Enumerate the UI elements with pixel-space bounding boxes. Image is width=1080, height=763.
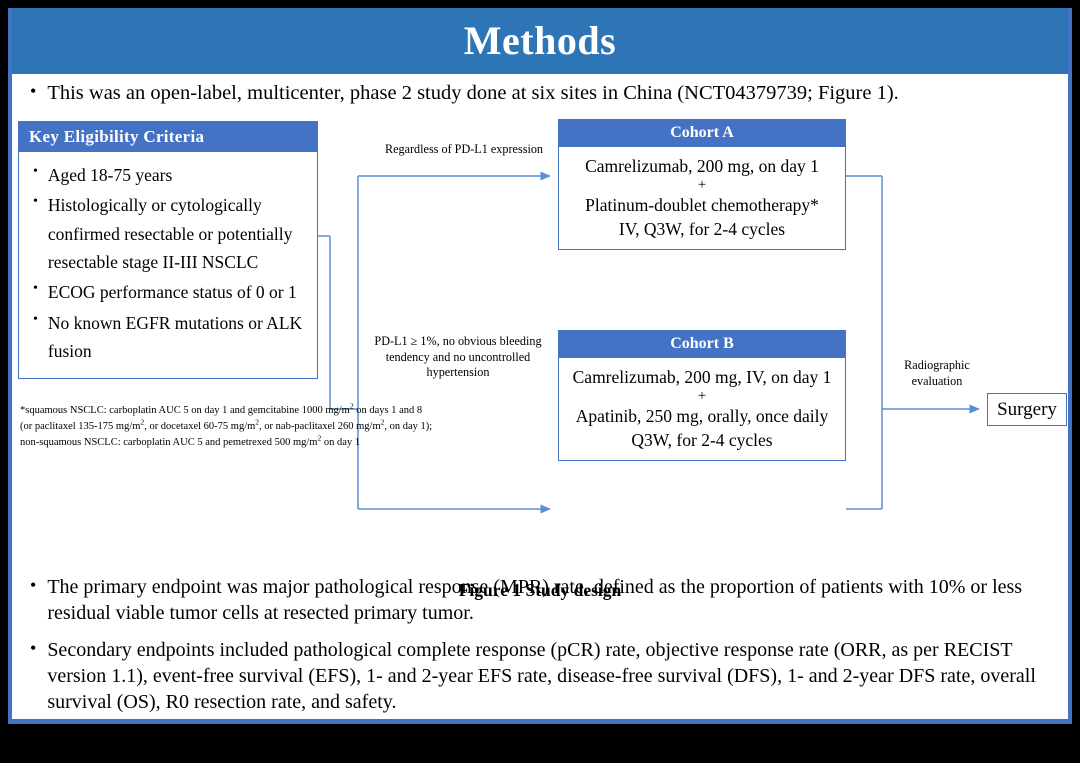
slide-header-band: Methods	[12, 8, 1068, 74]
bullet-glyph-icon: •	[33, 194, 38, 210]
surgery-box: Surgery	[987, 393, 1067, 426]
flow-connectors	[318, 171, 980, 514]
cohort-b-line1: Camrelizumab, 200 mg, IV, on day 1	[572, 367, 832, 387]
list-item: • ECOG performance status of 0 or 1	[27, 278, 311, 308]
intro-bullet-text: This was an open-label, multicenter, pha…	[47, 82, 899, 104]
figure-footnote: *squamous NSCLC: carboplatin AUC 5 on da…	[20, 401, 435, 450]
cohort-b-title: Cohort B	[559, 331, 845, 358]
cohort-a-plus: +	[697, 177, 707, 194]
bullet-glyph-icon: •	[30, 81, 37, 101]
bullet-glyph-icon: •	[30, 638, 37, 658]
eligibility-item-text: No known EGFR mutations or ALK fusion	[47, 312, 303, 362]
cohort-a-line2: Platinum-doublet chemotherapy*	[585, 195, 819, 216]
list-item: • Secondary endpoints included pathologi…	[30, 637, 1054, 715]
list-item: • Potential response biomarkers were als…	[30, 726, 1054, 752]
cohort-a-title: Cohort A	[559, 120, 845, 147]
cohort-b-box: Cohort B Camrelizumab, 200 mg, IV, on da…	[558, 330, 846, 462]
cohort-b-body: Camrelizumab, 200 mg, IV, on day 1 + Apa…	[559, 358, 845, 460]
list-item: • The primary endpoint was major patholo…	[30, 574, 1054, 626]
page-title: Methods	[463, 18, 617, 63]
study-design-figure: Key Eligibility Criteria • Aged 18-75 ye…	[12, 114, 1068, 600]
cohort-a-line3: IV, Q3W, for 2-4 cycles	[618, 219, 786, 240]
bullet-glyph-icon: •	[30, 727, 37, 747]
slide-content: • This was an open-label, multicenter, p…	[12, 74, 1068, 750]
cohort-a-box: Cohort A Camrelizumab, 200 mg, on day 1 …	[558, 119, 846, 251]
intro-bullet: • This was an open-label, multicenter, p…	[30, 80, 1054, 106]
endpoints-list: • The primary endpoint was major patholo…	[30, 574, 1054, 763]
cohort-b-plus: +	[697, 388, 707, 405]
connector-label-top: Regardless of PD-L1 expression	[384, 142, 544, 156]
bullet-glyph-icon: •	[33, 311, 38, 327]
accent-rule-left	[8, 8, 12, 724]
eligibility-title: Key Eligibility Criteria	[19, 122, 317, 152]
eligibility-item-text: ECOG performance status of 0 or 1	[47, 282, 297, 303]
connector-label-bottom: PD-L1 ≥ 1%, no obvious bleeding tendency…	[374, 334, 542, 380]
endpoint-text: Secondary endpoints included pathologica…	[47, 639, 1036, 713]
figure-caption: Figure 1 Study design	[458, 580, 622, 600]
footnote-text: *squamous NSCLC: carboplatin AUC 5 on da…	[20, 401, 433, 449]
list-item: • No known EGFR mutations or ALK fusion	[27, 309, 311, 368]
slide-root: Methods • This was an open-label, multic…	[8, 8, 1072, 750]
cohort-a-line1: Camrelizumab, 200 mg, on day 1	[585, 156, 819, 176]
cohort-b-line2: Apatinib, 250 mg, orally, once daily	[575, 406, 829, 427]
accent-rule-right	[1068, 8, 1072, 724]
list-item: • Aged 18-75 years	[27, 161, 311, 191]
bullet-glyph-icon: •	[33, 281, 38, 297]
list-item: • Histologically or cytologically confir…	[27, 191, 311, 278]
cohort-a-body: Camrelizumab, 200 mg, on day 1 + Platinu…	[559, 147, 845, 249]
bullet-glyph-icon: •	[30, 575, 37, 595]
eligibility-box: Key Eligibility Criteria • Aged 18-75 ye…	[18, 121, 318, 380]
accent-rule-bottom	[8, 719, 1072, 724]
eligibility-item-text: Aged 18-75 years	[47, 165, 173, 185]
eligibility-item-text: Histologically or cytologically confirme…	[47, 195, 293, 273]
endpoint-text: The primary endpoint was major pathologi…	[47, 576, 1023, 624]
connector-label-radiographic: Radiographic evaluation	[904, 358, 970, 388]
endpoint-text: Potential response biomarkers were also …	[47, 728, 450, 750]
bullet-glyph-icon: •	[33, 164, 38, 179]
cohort-b-line3: Q3W, for 2-4 cycles	[631, 430, 773, 451]
eligibility-list: • Aged 18-75 years • Histologically or c…	[19, 152, 317, 378]
